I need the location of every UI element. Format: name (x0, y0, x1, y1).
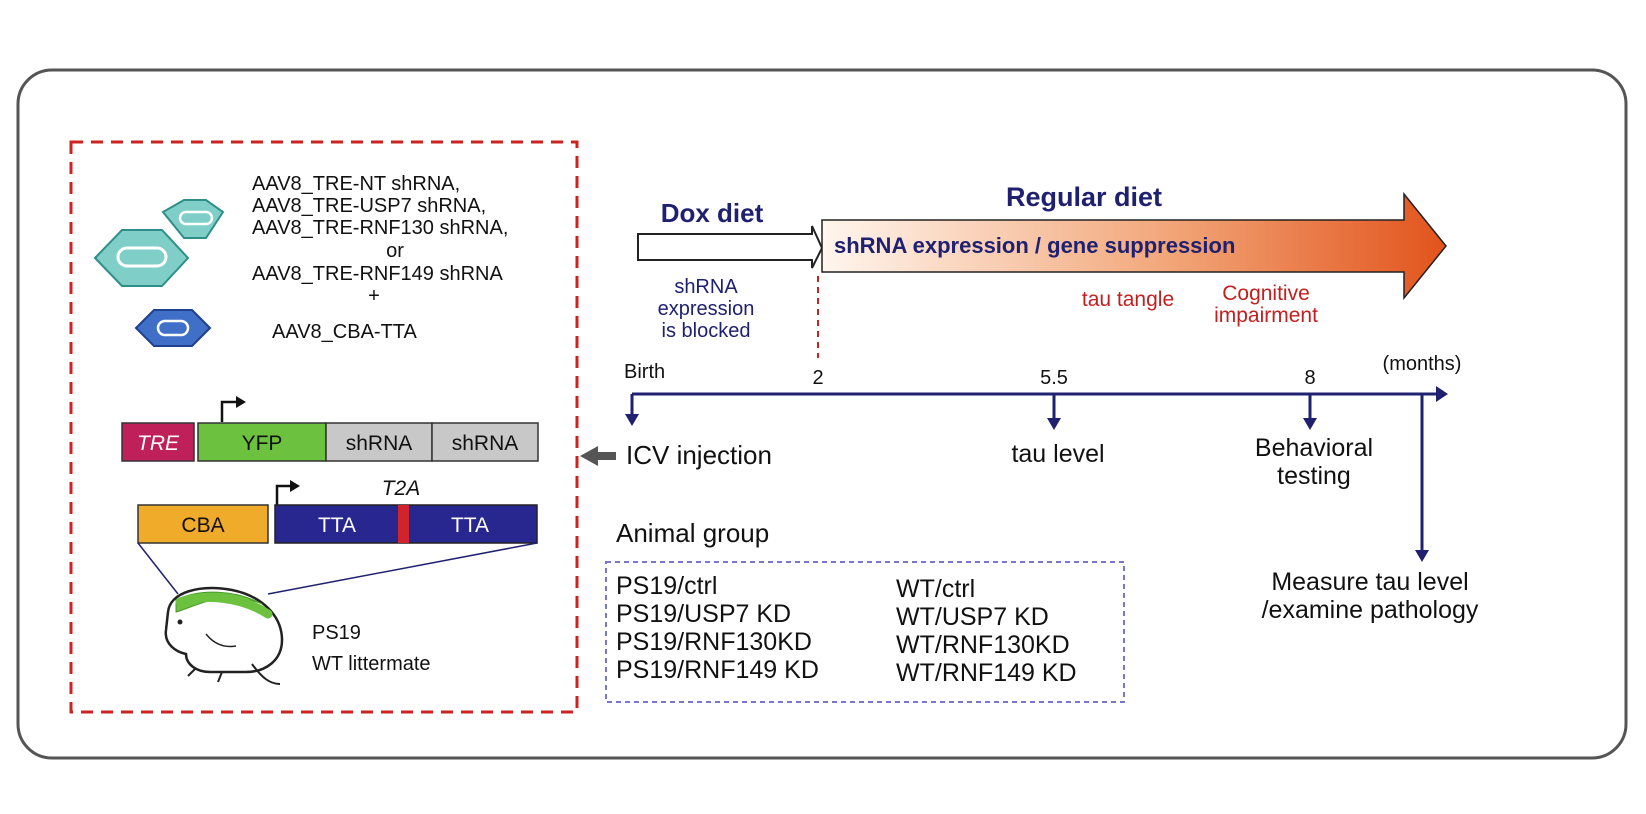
event-behavioral: testing (1277, 462, 1351, 490)
vector-line: AAV8_TRE-NT shRNA, (252, 173, 460, 195)
shrna-box (431, 422, 539, 462)
vector-line: AAV8_TRE-USP7 shRNA, (252, 195, 486, 217)
animal-group-item: PS19/ctrl (616, 572, 717, 600)
mouse-pup-icon (164, 586, 284, 685)
tre-label: TRE (137, 432, 180, 455)
timeline-unit: (months) (1383, 353, 1462, 375)
vector-line: AAV8_CBA-TTA (272, 321, 418, 343)
vector-panel (69, 140, 579, 714)
injection-line (267, 542, 538, 595)
construct-cba: T2A CBA TTA TTA (137, 477, 538, 544)
timeline-tick-birth: Birth (624, 361, 665, 383)
event-arrow-head-icon (1047, 418, 1061, 430)
shrna-label: shRNA (452, 432, 519, 455)
cognitive-label: impairment (1214, 304, 1318, 327)
blue-capsid-icon (134, 309, 212, 347)
shrna-box (325, 422, 433, 462)
event-behavioral: Behavioral (1255, 434, 1373, 462)
mouse-label-ps19: PS19 (312, 622, 361, 644)
t2a-marker (398, 505, 409, 543)
injection-line (137, 542, 179, 595)
animal-group-item: WT/RNF130KD (896, 631, 1070, 659)
promoter-arrow-icon (275, 484, 294, 505)
animal-group-item: WT/USP7 KD (896, 603, 1049, 631)
promoter-arrow-head-icon (290, 480, 300, 492)
promoter-arrow-icon (220, 400, 240, 422)
dox-diet-label: Dox diet (661, 198, 764, 228)
cognitive-label: Cognitive (1222, 282, 1310, 305)
event-tau-level: tau level (1011, 440, 1104, 468)
shrna-label: shRNA (346, 432, 413, 455)
yfp-label: YFP (242, 432, 283, 455)
dox-note-line: shRNA (674, 276, 738, 298)
regular-diet-arrow-text: shRNA expression / gene suppression (834, 233, 1235, 258)
timeline-tick-5-5: 5.5 (1040, 367, 1068, 389)
animal-group-item: WT/ctrl (896, 575, 975, 603)
event-arrow-head-icon (625, 414, 639, 426)
tta-label: TTA (318, 514, 356, 537)
vector-line: or (386, 240, 404, 262)
tre-box (121, 422, 195, 462)
event-arrow-head-icon (1303, 418, 1317, 430)
dox-arrow (637, 225, 824, 269)
event-arrow-head-icon (1415, 550, 1429, 562)
animal-group-box (605, 561, 1125, 703)
teal-capsid-icon (161, 199, 225, 239)
animal-group-item: WT/RNF149 KD (896, 659, 1077, 687)
construct-tre: TRE YFP shRNA shRNA (121, 396, 539, 462)
timeline-arrow-head-icon (1436, 386, 1448, 402)
regular-diet-label: Regular diet (1006, 182, 1162, 212)
animal-group-item: PS19/RNF149 KD (616, 656, 819, 684)
mouse-label-wt: WT littermate (312, 653, 431, 675)
outer-frame (16, 68, 1628, 760)
event-measure: /examine pathology (1262, 596, 1479, 624)
animal-group-title: Animal group (616, 518, 769, 548)
t2a-label: T2A (382, 477, 421, 500)
tta-label: TTA (451, 514, 489, 537)
vector-line: + (368, 285, 380, 307)
timeline-tick-8: 8 (1304, 367, 1315, 389)
cba-label: CBA (181, 514, 224, 537)
event-icv-injection: ICV injection (626, 440, 772, 470)
teal-capsid-icon (93, 229, 190, 287)
animal-group-item: PS19/RNF130KD (616, 628, 812, 656)
vector-line: AAV8_TRE-RNF130 shRNA, (252, 217, 508, 239)
animal-group-item: PS19/USP7 KD (616, 600, 791, 628)
cba-box (137, 504, 269, 544)
promoter-arrow-head-icon (236, 396, 246, 408)
tau-tangle-label: tau tangle (1082, 288, 1174, 311)
vector-line: AAV8_TRE-RNF149 shRNA (252, 263, 503, 285)
dox-note-line: is blocked (662, 320, 751, 342)
dox-note-line: expression (658, 298, 755, 320)
event-measure: Measure tau level (1271, 568, 1468, 596)
regular-diet-arrow (821, 191, 1447, 301)
timeline-tick-2: 2 (812, 367, 823, 389)
yfp-box (197, 422, 327, 462)
vector-list: AAV8_TRE-NT shRNA, AAV8_TRE-USP7 shRNA, … (252, 173, 508, 343)
left-arrow-icon (580, 446, 616, 466)
